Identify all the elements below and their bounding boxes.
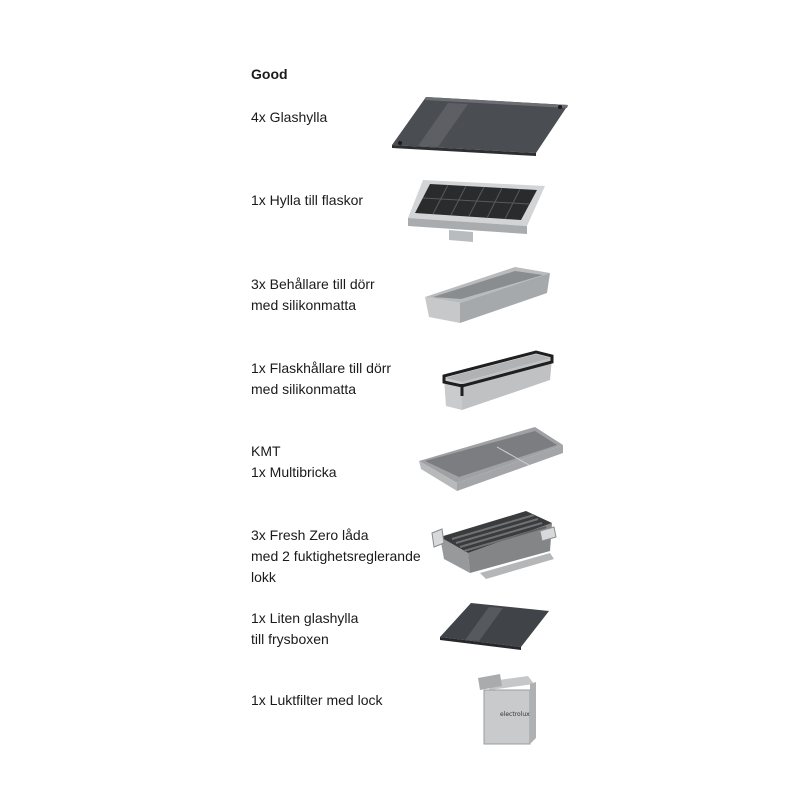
item-line: med silikonmatta	[251, 297, 357, 313]
item-line: 3x Behållare till dörr	[251, 276, 375, 292]
item-line: lokk	[251, 569, 276, 585]
item-line: 1x Luktfilter med lock	[251, 692, 383, 708]
item-line: 3x Fresh Zero låda	[251, 527, 369, 543]
list-item-label: 4x Glashylla	[251, 107, 441, 128]
item-line: med silikonmatta	[251, 381, 357, 397]
multi-tray-icon	[419, 427, 563, 491]
item-line: 4x Glashylla	[251, 109, 328, 125]
small-glass-shelf-icon	[440, 603, 549, 650]
door-container-icon	[425, 267, 550, 323]
list-item-label: 1x Liten glashylla till frysboxen	[251, 608, 441, 650]
item-line: med 2 fuktighetsreglerande	[251, 548, 421, 564]
item-line: 1x Liten glashylla	[251, 610, 359, 626]
bottle-shelf-icon	[408, 180, 545, 242]
list-item-label: KMT 1x Multibricka	[251, 441, 441, 483]
list-item-label: 1x Hylla till flaskor	[251, 190, 441, 211]
page-title: Good	[251, 66, 288, 82]
item-line: 1x Multibricka	[251, 464, 337, 480]
item-line: till frysboxen	[251, 631, 329, 647]
list-item-label: 1x Luktfilter med lock	[251, 690, 441, 711]
list-item-label: 3x Behållare till dörr med silikonmatta	[251, 274, 441, 316]
glass-shelf-icon	[392, 97, 568, 156]
fresh-zero-drawer-icon	[431, 511, 557, 579]
list-item-label: 1x Flaskhållare till dörr med silikonmat…	[251, 358, 441, 400]
odor-filter-icon: electrolux	[478, 674, 536, 745]
item-line: 1x Flaskhållare till dörr	[251, 360, 392, 376]
list-item-label: 3x Fresh Zero låda med 2 fuktighetsregle…	[251, 525, 441, 588]
item-line: KMT	[251, 443, 281, 459]
item-line: 1x Hylla till flaskor	[251, 192, 364, 208]
brand-logo: electrolux	[500, 711, 530, 718]
door-bottle-holder-icon	[442, 350, 554, 410]
